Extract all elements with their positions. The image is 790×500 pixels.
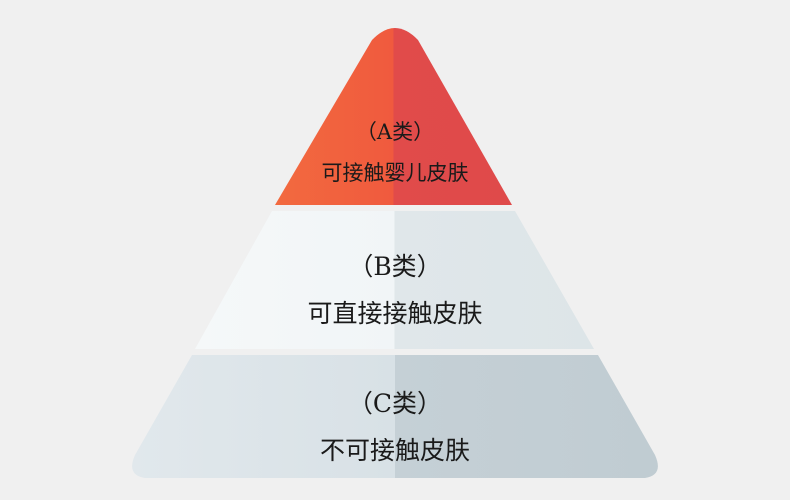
tier-a-shape [275,28,512,205]
tier-c-category: （C类） [348,389,442,418]
tier-a-category: （A类） [356,120,434,144]
tier-b-description: 可直接接触皮肤 [307,299,482,328]
tier-c: （C类） 不可接触皮肤 [132,355,658,478]
tier-a-description: 可接触婴儿皮肤 [322,161,469,185]
tier-b: （B类） 可直接接触皮肤 [195,211,594,349]
tier-b-category: （B类） [348,252,441,281]
tier-c-shape [132,355,658,478]
tier-a: （A类） 可接触婴儿皮肤 [275,28,512,205]
tier-b-shape [195,211,594,349]
tier-c-description: 不可接触皮肤 [320,436,470,465]
